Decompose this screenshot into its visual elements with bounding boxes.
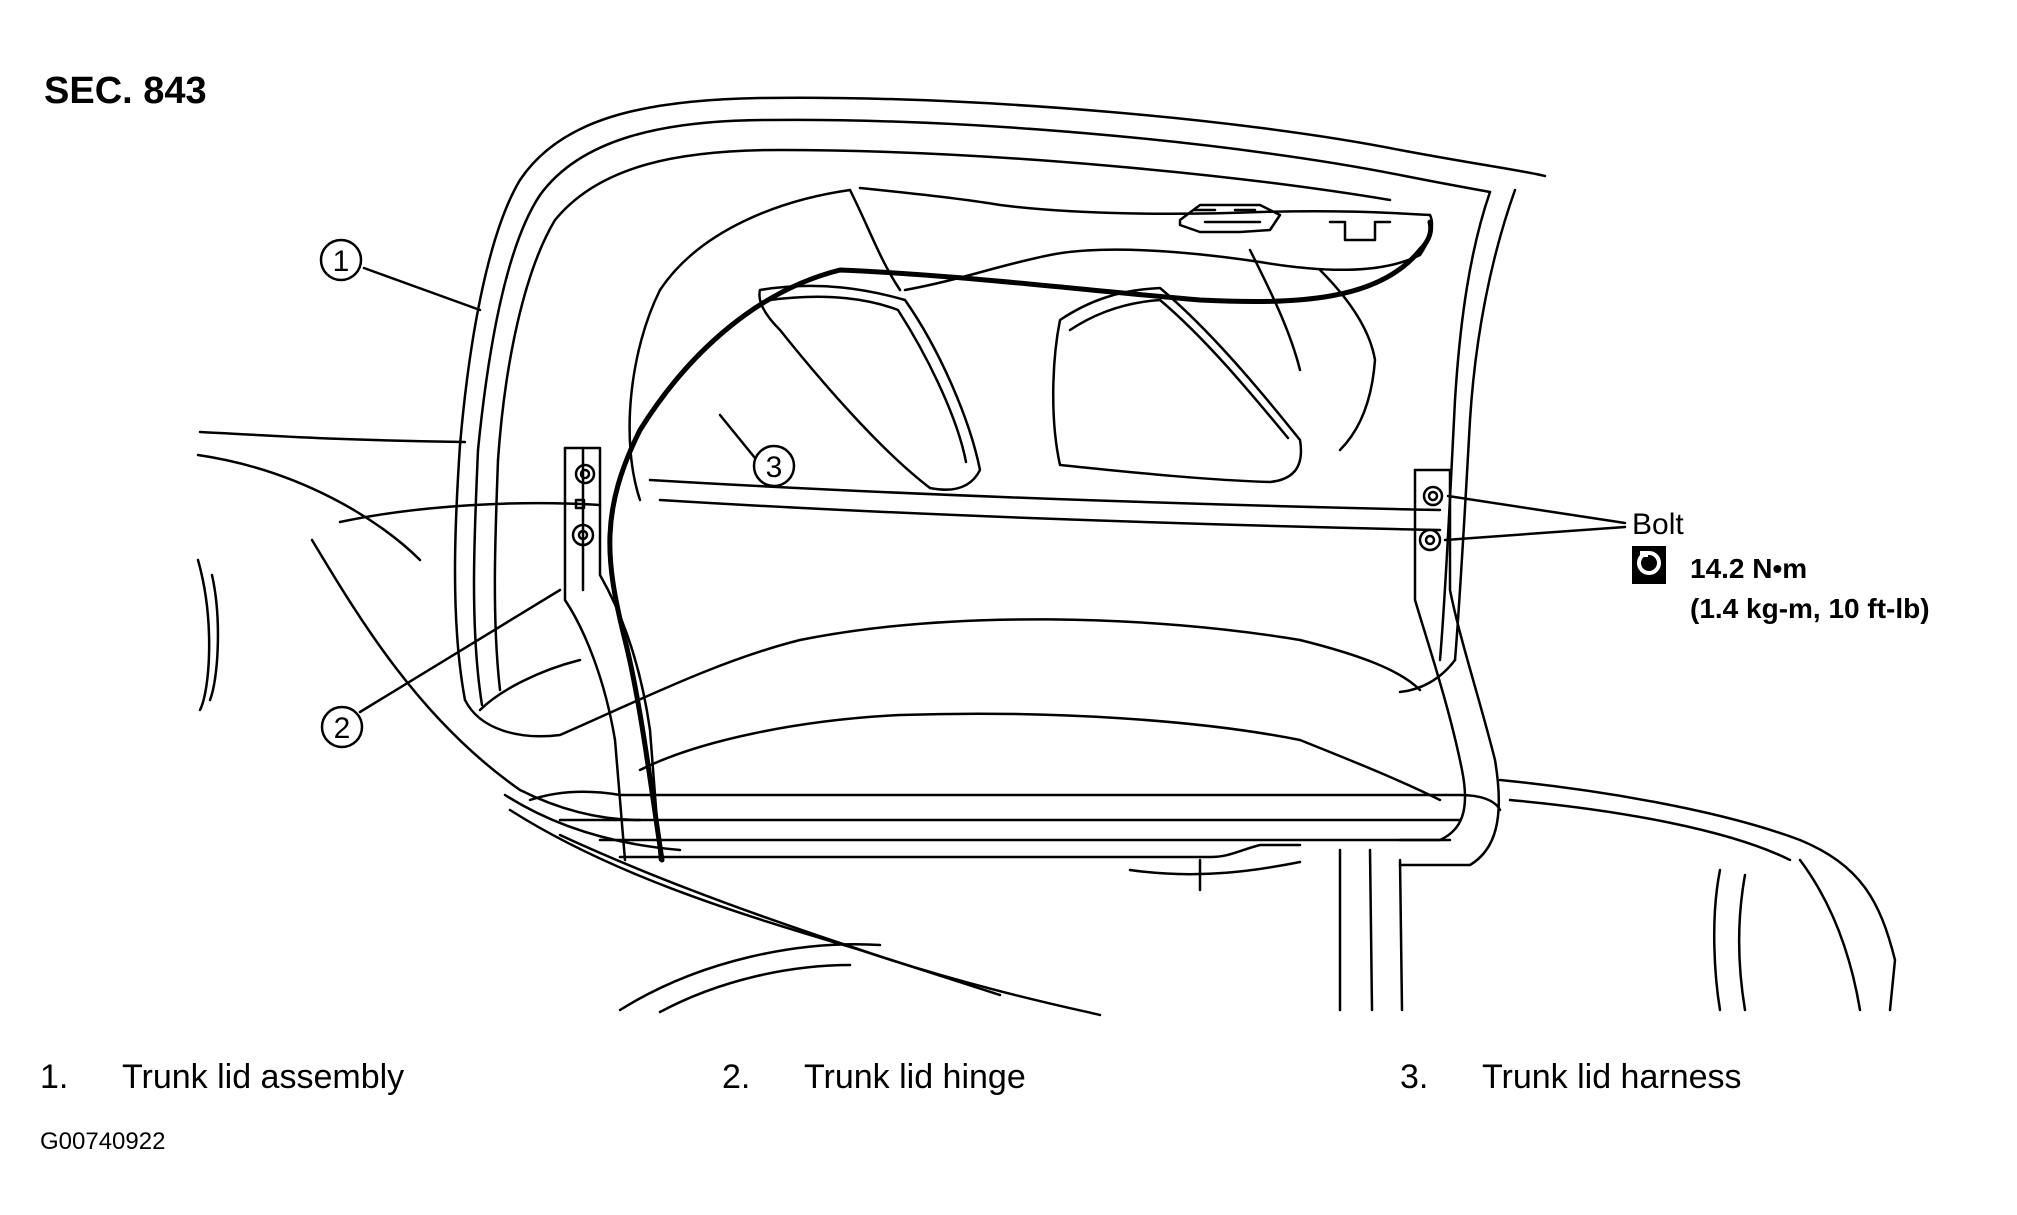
- callout-3-label: 3: [766, 451, 783, 484]
- trunk-lid-hinge-right: [1398, 468, 1501, 867]
- legend-label: Trunk lid assembly: [122, 1058, 405, 1096]
- bolt-label: Bolt: [1632, 508, 1684, 541]
- callout-1-label: 1: [333, 245, 350, 278]
- trunk-lid-diagram: 1 2 3 Bolt 14.2 N•m (1.4 kg-m, 10 ft-lb): [196, 96, 1930, 1017]
- callout-2: 2: [320, 705, 364, 749]
- legend-item-3: 3. Trunk lid harness: [1400, 1058, 1742, 1097]
- section-title: SEC. 843: [44, 70, 207, 112]
- torque-value: 14.2 N•m: [1690, 553, 1807, 584]
- figure-id: G00740922: [40, 1128, 166, 1155]
- callout-1: 1: [319, 238, 363, 282]
- callout-3: 3: [752, 444, 796, 488]
- legend-label: Trunk lid harness: [1482, 1058, 1742, 1096]
- torque-value-alt: (1.4 kg-m, 10 ft-lb): [1690, 593, 1930, 624]
- leader-lines: [358, 266, 1627, 714]
- legend-number: 1.: [40, 1058, 69, 1096]
- legend-item-2: 2. Trunk lid hinge: [722, 1058, 1026, 1097]
- legend-number: 2.: [722, 1058, 751, 1096]
- trunk-lid-harness: [607, 219, 1434, 863]
- car-body-outline: [196, 430, 1897, 1017]
- torque-wrench-icon: [1632, 546, 1666, 584]
- legend-label: Trunk lid hinge: [804, 1058, 1026, 1096]
- trunk-lid-hinge-left: [563, 446, 662, 862]
- bolt-annotation: Bolt 14.2 N•m (1.4 kg-m, 10 ft-lb): [1632, 508, 1930, 624]
- legend-number: 3.: [1400, 1058, 1429, 1096]
- callout-2-label: 2: [334, 712, 351, 745]
- legend-item-1: 1. Trunk lid assembly: [40, 1058, 404, 1097]
